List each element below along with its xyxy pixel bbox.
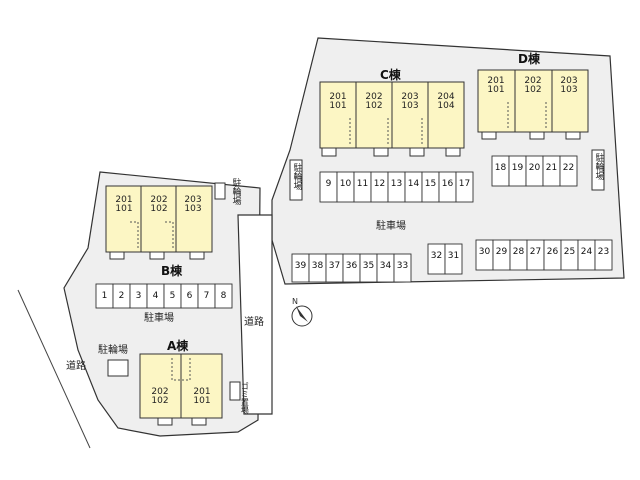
bicycle-label-d: 駐輪場	[593, 153, 604, 180]
road-label-center: 道路	[244, 317, 264, 328]
parking-stall-number: 27	[530, 247, 541, 257]
parking-stall-number: 37	[329, 261, 340, 271]
road-label-west: 道路	[66, 361, 86, 372]
parking-stall-number: 39	[295, 261, 307, 271]
parking-stall-number: 30	[479, 247, 491, 257]
parking-stall-number: 22	[563, 163, 574, 173]
road-edge-line	[17, 289, 91, 449]
parking-stall-number: 38	[312, 261, 324, 271]
garbage-label: ゴミ置場	[240, 382, 250, 414]
building-b	[105, 185, 213, 260]
bicycle-label-b: 駐輪場	[230, 178, 241, 205]
parking-stall-number: 31	[448, 251, 459, 261]
parking-stall	[444, 243, 463, 275]
bicycle-shed-a	[107, 359, 129, 377]
parking-stall-number: 32	[431, 251, 442, 261]
road-strip	[237, 214, 273, 415]
parking-label-east: 駐車場	[376, 221, 406, 232]
building-a-name: A棟	[167, 339, 189, 353]
svg-text:N: N	[292, 297, 298, 306]
bicycle-shed-d	[591, 149, 605, 191]
parking-stall-number: 8	[221, 291, 227, 301]
parking-stall-number: 4	[153, 291, 159, 301]
north-arrow-icon: N	[291, 297, 313, 327]
parking-stall-number: 1	[102, 291, 108, 301]
parking-stall-number: 26	[547, 247, 559, 257]
parking-stall-number: 23	[598, 247, 609, 257]
building-d	[477, 69, 589, 140]
parking-stall-number: 3	[136, 291, 142, 301]
parking-stall-number: 11	[357, 179, 368, 189]
bicycle-label-c: 駐輪場	[291, 163, 302, 190]
parking-stall-number: 5	[170, 291, 176, 301]
building-d-name: D棟	[518, 52, 540, 66]
parking-stall-number: 6	[187, 291, 193, 301]
building-b-name: B棟	[161, 264, 183, 278]
parking-stall-number: 16	[442, 179, 454, 189]
parking-stall-number: 33	[397, 261, 408, 271]
parking-stall	[393, 253, 412, 283]
parking-stall-number: 34	[380, 261, 392, 271]
parking-stall-number: 28	[513, 247, 525, 257]
building-a	[139, 353, 223, 426]
parking-stall-number: 25	[564, 247, 575, 257]
parking-stall	[214, 283, 233, 309]
bicycle-shed-c	[289, 159, 303, 201]
parking-stall-number: 20	[529, 163, 541, 173]
parking-stall-number: 2	[119, 291, 125, 301]
parking-stall-number: 35	[363, 261, 374, 271]
parking-stall-number: 10	[340, 179, 352, 189]
parking-stall	[559, 155, 578, 187]
parking-stall-number: 12	[374, 179, 385, 189]
parking-stall-number: 9	[326, 179, 332, 189]
parking-label-west: 駐車場	[144, 313, 174, 324]
parking-stall-number: 13	[391, 179, 402, 189]
garbage-station	[229, 381, 241, 401]
parking-stall-number: 18	[495, 163, 507, 173]
bicycle-shed-b	[214, 182, 226, 200]
parking-stall-number: 21	[546, 163, 557, 173]
parking-stall-number: 24	[581, 247, 593, 257]
parking-stall-number: 29	[496, 247, 508, 257]
building-c-name: C棟	[380, 68, 401, 82]
parking-stall-number: 14	[408, 179, 420, 189]
parking-stall-number: 17	[459, 179, 470, 189]
bicycle-label-a: 駐輪場	[98, 345, 128, 356]
parking-stall-number: 36	[346, 261, 358, 271]
parking-stall-number: 15	[425, 179, 436, 189]
parking-stall	[455, 171, 474, 203]
parking-stall-number: 19	[512, 163, 524, 173]
parking-stall-number: 7	[204, 291, 210, 301]
building-c	[319, 81, 465, 157]
parking-stall	[594, 239, 613, 271]
